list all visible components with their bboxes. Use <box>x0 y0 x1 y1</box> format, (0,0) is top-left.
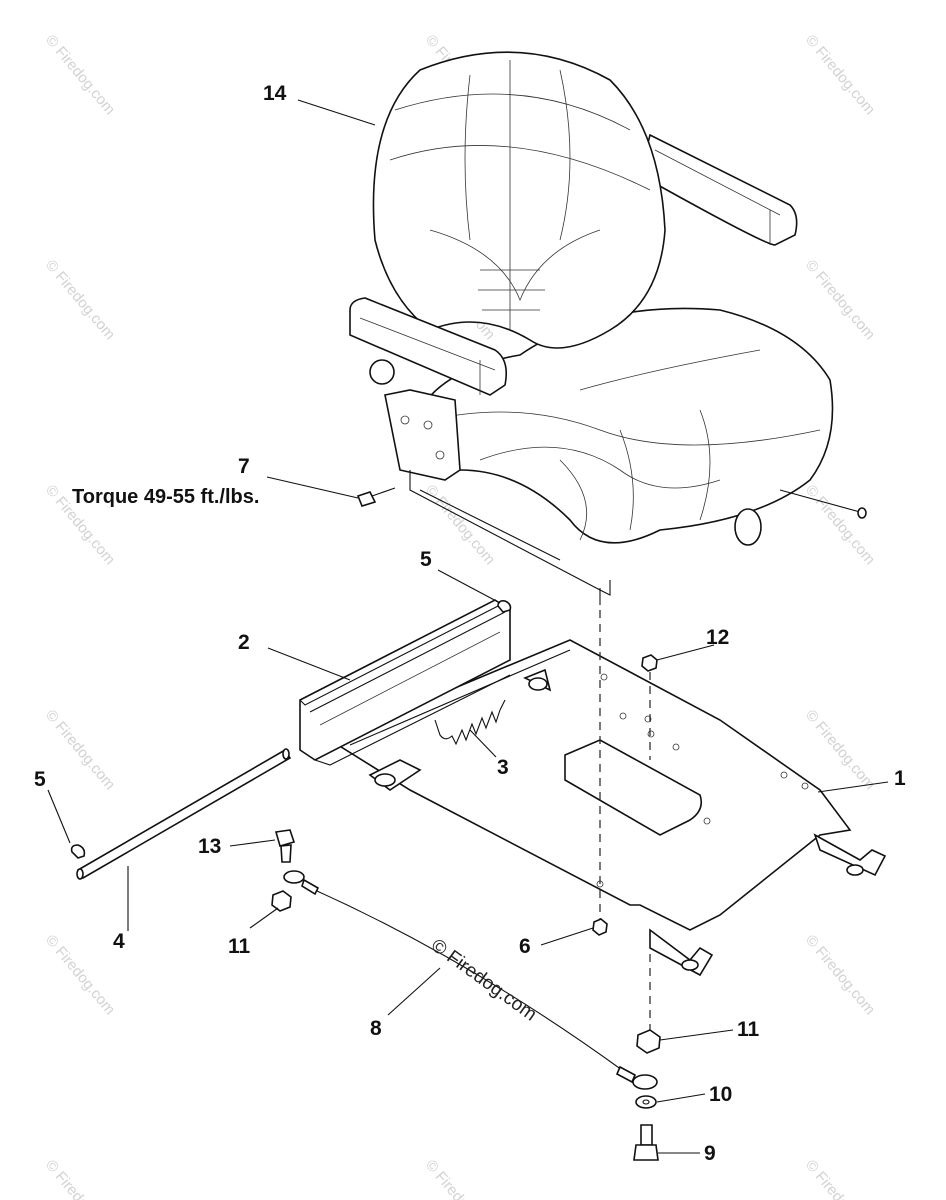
watermark: © Firedog.com <box>422 1157 498 1200</box>
torque-note: Torque 49-55 ft./lbs. <box>72 486 259 508</box>
watermark: © Firedog.com <box>802 1157 878 1200</box>
callout-5: 5 <box>34 768 46 791</box>
callout-11: 11 <box>228 935 251 958</box>
callout-5: 5 <box>420 548 432 571</box>
callout-12: 12 <box>706 626 729 649</box>
leader-lines <box>47 99 889 1154</box>
callout-8: 8 <box>370 1017 382 1040</box>
callout-2: 2 <box>238 631 250 654</box>
pivot-rod <box>76 748 292 880</box>
watermark: © Firedog.com <box>802 482 878 568</box>
bolt-9 <box>633 1124 659 1161</box>
callout-11: 11 <box>737 1018 760 1041</box>
watermark: © Firedog.com <box>42 707 118 793</box>
bolt-7 <box>356 487 396 507</box>
seat-assembly <box>349 51 867 605</box>
callout-10: 10 <box>709 1083 732 1106</box>
watermark: © Firedog.com <box>42 1157 118 1200</box>
lock-nut-11-right <box>636 1029 661 1054</box>
lock-nut-12 <box>641 654 658 672</box>
lock-nut-11-left <box>271 890 292 912</box>
watermark: © Firedog.com <box>802 932 878 1018</box>
watermark: © Firedog.com <box>802 32 878 118</box>
callout-labels: 14 7 Torque 49-55 ft./lbs. 5 2 12 1 3 5 … <box>34 82 906 1165</box>
callout-1: 1 <box>894 767 906 790</box>
callout-14: 14 <box>263 82 287 105</box>
callout-13: 13 <box>198 835 221 858</box>
watermark: © Firedog.com <box>422 482 498 568</box>
seat-mounting-plate <box>328 639 887 977</box>
bolt-13 <box>274 829 296 863</box>
washer-10 <box>635 1095 657 1109</box>
tether-cable <box>283 870 658 1090</box>
callout-4: 4 <box>113 930 125 953</box>
e-clip-5-left <box>70 844 86 859</box>
watermark: © Firedog.com <box>802 257 878 343</box>
extension-spring <box>434 699 506 746</box>
callout-6: 6 <box>519 935 531 958</box>
nut-6 <box>592 918 608 936</box>
watermark: © Firedog.com <box>42 932 118 1018</box>
callout-9: 9 <box>704 1142 716 1165</box>
callout-7: 7 <box>238 455 250 478</box>
watermark: © Firedog.com <box>802 707 878 793</box>
watermark: © Firedog.com <box>42 257 118 343</box>
watermark: © Firedog.com <box>42 32 118 118</box>
callout-3: 3 <box>497 756 509 779</box>
